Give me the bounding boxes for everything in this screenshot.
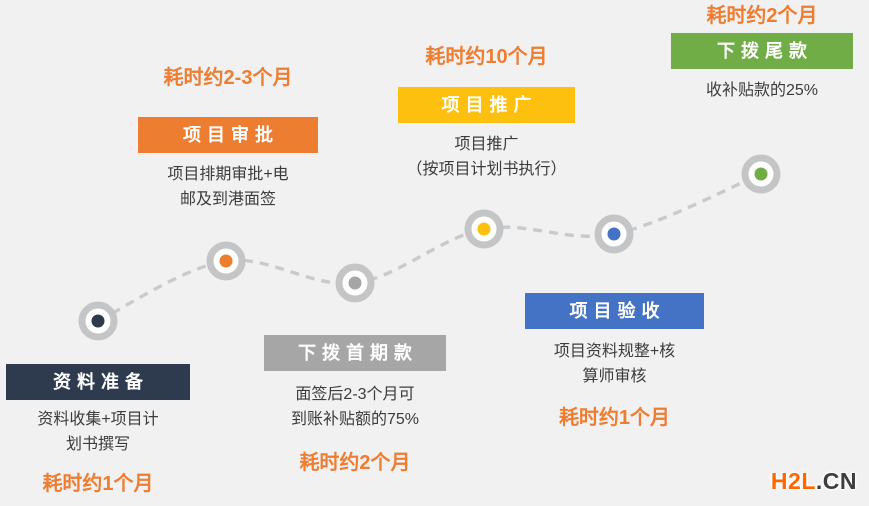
- stage-project-promotion: 耗时约10个月 项目推广 项目推广 （按项目计划书执行）: [398, 43, 575, 182]
- stage-desc: 面签后2-3个月可 到账补贴额的75%: [290, 386, 420, 428]
- stage-duration: 耗时约2-3个月: [163, 67, 293, 89]
- stage-desc: 项目资料规整+核 算师审核: [553, 343, 676, 385]
- node-dot: [477, 222, 491, 236]
- stage-duration: 耗时约2个月: [299, 452, 411, 474]
- stage-desc: 项目推广 （按项目计划书执行）: [406, 136, 567, 178]
- watermark-logo: H2L.CN: [771, 468, 857, 495]
- node-dot: [348, 276, 362, 290]
- timeline-node: [335, 263, 375, 303]
- logo-suffix: .CN: [815, 468, 857, 494]
- timeline-dashed-path: [97, 172, 762, 323]
- node-dot: [91, 314, 105, 328]
- node-dot: [607, 227, 621, 241]
- stage-label: 项目审批: [138, 117, 318, 153]
- stage-first-payment: 下拨首期款 面签后2-3个月可 到账补贴额的75% 耗时约2个月: [264, 335, 446, 477]
- stage-label: 下拨首期款: [264, 335, 446, 371]
- timeline-node: [594, 214, 634, 254]
- stage-desc: 收补贴款的25%: [705, 82, 819, 99]
- timeline-node: [206, 241, 246, 281]
- node-dot: [219, 254, 233, 268]
- stage-desc: 资料收集+项目计 划书撰写: [37, 411, 159, 453]
- timeline-node: [464, 209, 504, 249]
- stage-data-preparation: 资料准备 资料收集+项目计 划书撰写 耗时约1个月: [6, 364, 190, 498]
- timeline-node: [741, 154, 781, 194]
- logo-primary: H2L: [770, 468, 816, 494]
- stage-duration: 耗时约1个月: [42, 473, 154, 495]
- stage-final-payment: 耗时约2个月 下拨尾款 收补贴款的25%: [671, 2, 853, 103]
- stage-desc: 项目排期审批+电 邮及到港面签: [167, 166, 289, 208]
- stage-label: 资料准备: [6, 364, 190, 400]
- stage-label: 下拨尾款: [671, 33, 853, 69]
- stage-label: 项目验收: [525, 293, 704, 329]
- timeline-node: [78, 301, 118, 341]
- node-dot: [754, 167, 768, 181]
- stage-duration: 耗时约2个月: [706, 5, 818, 27]
- stage-project-acceptance: 项目验收 项目资料规整+核 算师审核 耗时约1个月: [525, 293, 704, 432]
- stage-duration: 耗时约1个月: [558, 407, 671, 429]
- stage-duration: 耗时约10个月: [425, 46, 548, 68]
- stage-label: 项目推广: [398, 87, 575, 123]
- stage-project-approval: 耗时约2-3个月 项目审批 项目排期审批+电 邮及到港面签: [138, 64, 318, 212]
